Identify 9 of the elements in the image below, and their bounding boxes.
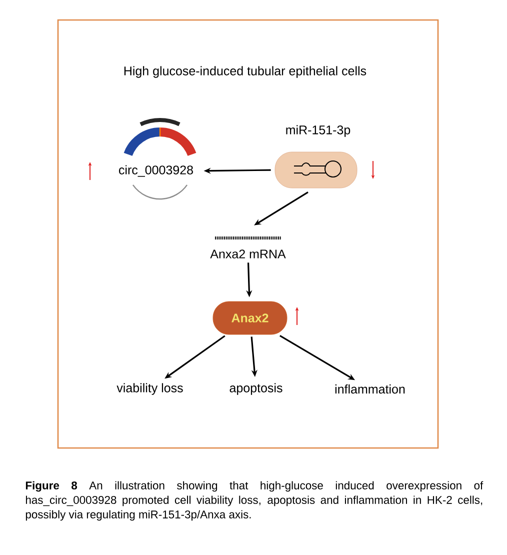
protein-pill: Anax2 <box>212 301 288 335</box>
mirna-pill: miR-151-3p <box>274 125 358 188</box>
node-label: miR-151-3p <box>286 125 350 137</box>
node-label: viability loss <box>116 383 183 395</box>
figure-caption: Figure 8 An illustration showing that high-glucose induced overexpression of has_circ_0003928 promoted cell viability loss, apoptosis and inflammation in HK-2 cells, possibly via regulating miR-151-3p/Anxa axis. <box>26 481 484 521</box>
node-label: apoptosis <box>230 383 282 395</box>
node-label: inflammation <box>335 384 405 394</box>
node-label: circ_0003928 <box>119 165 193 177</box>
node-label: Anxa2 mRNA <box>210 250 286 258</box>
